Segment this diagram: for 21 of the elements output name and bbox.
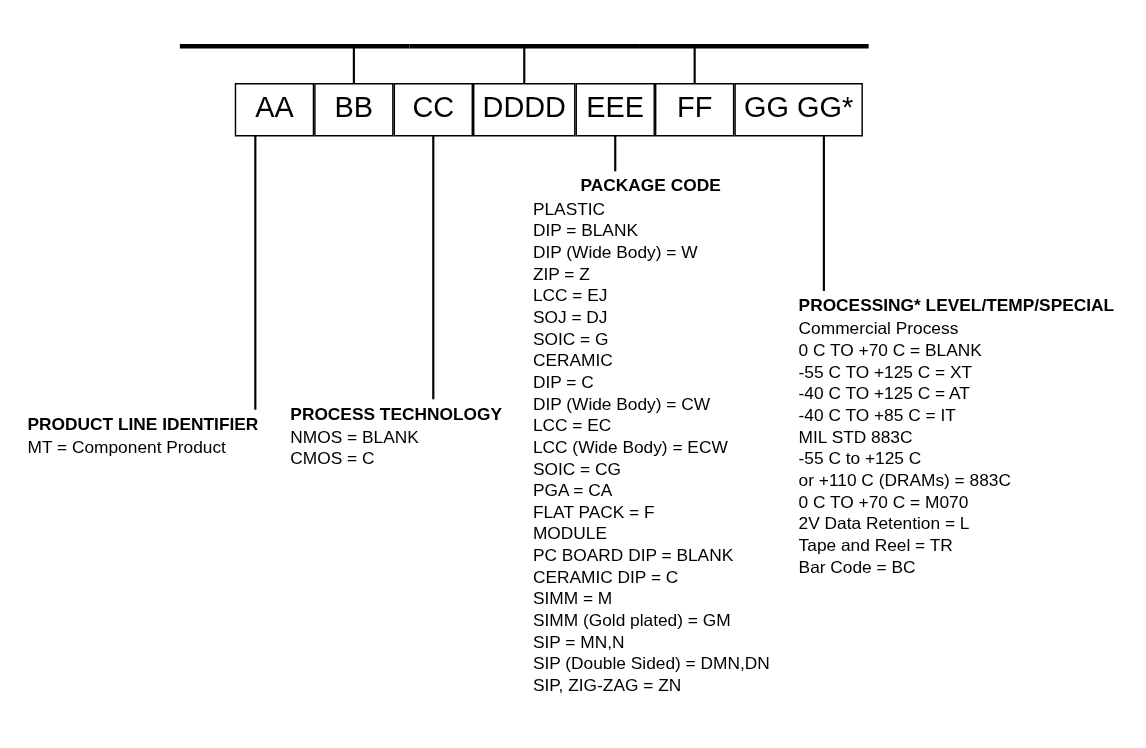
connector	[523, 47, 526, 84]
connector	[254, 136, 257, 410]
node-text: PROCESSING* LEVEL/TEMP/SPECIAL Commercial Process 0 C TO +70 C = BLANK -55 C TO +125 C = XT -40 C TO +125 C = AT -40 C TO +85 C = IT MIL STD 883C -55 C to +125 C or +110 C (DRAMs) = 883C 0 C TO +70 C = M070 2V Data Retention = L Tape and Reel = TR Bar Code = BC	[798, 295, 1115, 577]
connector	[693, 47, 696, 84]
node-box: BB	[314, 83, 394, 137]
node-box: GG GG*	[734, 83, 863, 137]
node-bar	[639, 44, 869, 49]
node-box: AA	[234, 83, 315, 137]
connector	[614, 136, 617, 172]
node-box: DDDD	[473, 83, 576, 137]
connector	[352, 47, 355, 84]
node-bar	[409, 44, 640, 49]
node-box: FF	[654, 83, 735, 137]
node-bar	[179, 44, 410, 49]
node-box: CC	[393, 83, 473, 137]
connector	[822, 136, 825, 291]
node-box: EEE	[575, 83, 655, 137]
connector	[432, 136, 435, 400]
node-text: PACKAGE CODE PLASTIC DIP = BLANK DIP (Wide Body) = W ZIP = Z LCC = EJ SOJ = DJ SOIC = G CERAMIC DIP = C DIP (Wide Body) = CW LCC = EC LCC (Wide Body) = ECW SOIC = CG PGA = CA FLAT PACK = F MODULE PC BOARD DIP = BLANK CERAMIC DIP = C SIMM = M SIMM (Gold plated) = GM SIP = MN,N SIP (Double Sided) = DMN,DN SIP, ZIG-ZAG = ZN	[532, 175, 770, 696]
node-text: PRODUCT LINE IDENTIFIER MT = Component Product	[27, 413, 259, 457]
node-text: PROCESS TECHNOLOGY NMOS = BLANK CMOS = C	[290, 403, 502, 469]
